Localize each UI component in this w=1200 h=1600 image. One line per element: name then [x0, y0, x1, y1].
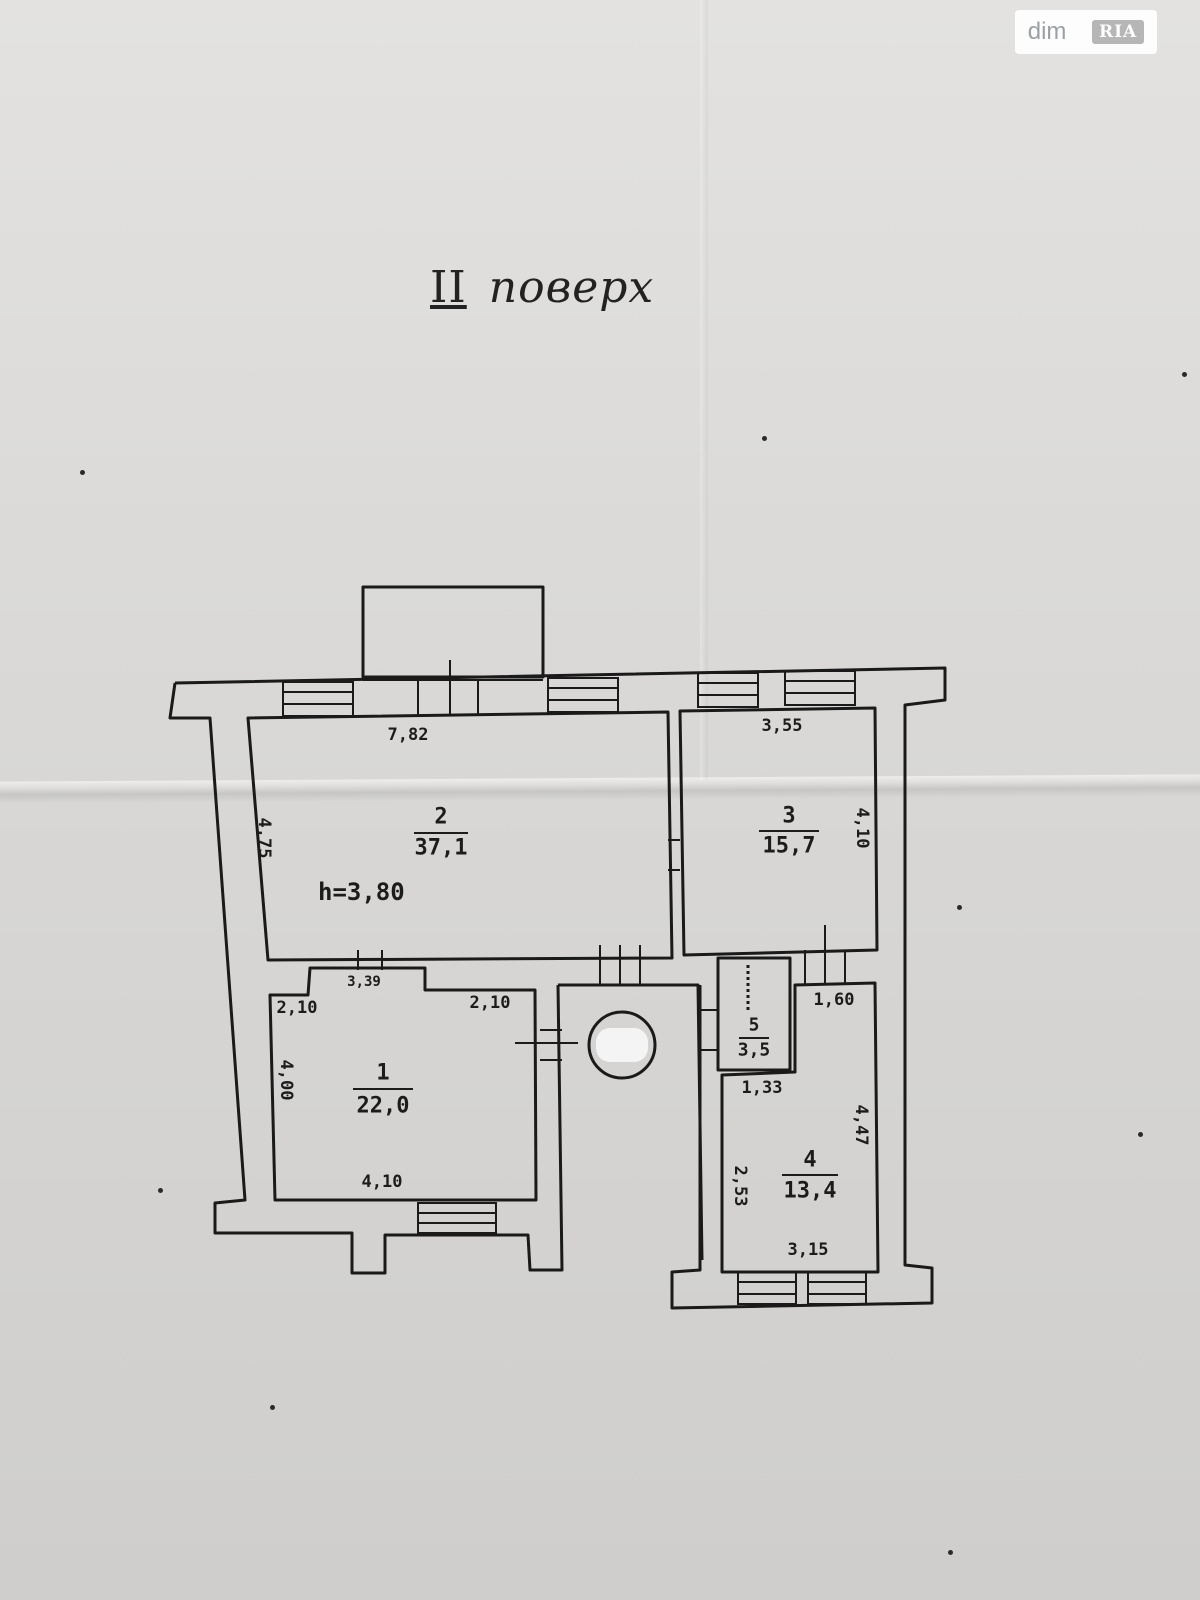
dim-ria-watermark: dim RIA	[1015, 10, 1157, 54]
paper-speck	[158, 1188, 163, 1193]
room-2-number: 2	[434, 804, 448, 830]
column-circle	[587, 1010, 657, 1080]
room-3-outline	[678, 706, 879, 957]
outer-wall-left	[168, 682, 564, 1275]
paper-speck	[762, 436, 767, 441]
floor-title: ІІ поверх	[430, 262, 654, 313]
room-4-number: 4	[803, 1147, 817, 1173]
door-openings	[357, 839, 846, 1061]
room-1-rule	[353, 1088, 413, 1090]
column-highlight	[596, 1028, 648, 1062]
dim-room2-depth: 4,75	[254, 817, 274, 859]
room-4-outline	[720, 981, 880, 1274]
paper-speck	[957, 905, 962, 910]
paper-speck	[270, 1405, 275, 1410]
room-3-rule	[759, 830, 819, 832]
room-5-outline	[716, 956, 792, 1072]
dim-room4-left: 2,53	[730, 1165, 750, 1207]
room-1-outline	[268, 966, 538, 1202]
dim-room1-left-top: 2,10	[276, 998, 318, 1018]
dim-room4-bottom: 3,15	[787, 1240, 829, 1260]
paper-speck	[1138, 1132, 1143, 1137]
dim-room1-bottom: 4,10	[361, 1172, 403, 1192]
watermark-dim: dim	[1027, 18, 1067, 45]
watermark-ria: RIA	[1091, 20, 1145, 44]
corridor-wall	[558, 983, 704, 1261]
dim-room1-top: 3,39	[347, 974, 381, 990]
paper-speck	[80, 470, 85, 475]
room-5-area: 3,5	[737, 1039, 771, 1061]
room-5-rule	[739, 1037, 769, 1039]
room-3-area: 15,7	[762, 833, 816, 859]
room-4-area: 13,4	[783, 1178, 837, 1204]
dim-room1-depth: 4,00	[276, 1059, 296, 1101]
dim-room3-depth: 4,10	[852, 807, 872, 849]
dim-room1-right-top: 2,10	[469, 993, 511, 1013]
bottom-windows	[417, 1202, 867, 1305]
room-2-outline	[246, 710, 674, 962]
top-windows	[282, 670, 856, 717]
room-4-rule	[782, 1174, 838, 1176]
outer-wall-right	[174, 666, 947, 1310]
dim-room3-width: 3,55	[761, 716, 803, 736]
dim-room2-width: 7,82	[387, 725, 429, 745]
balcony-door	[363, 660, 543, 716]
ceiling-height: h=3,80	[318, 878, 405, 906]
floor-word: поверх	[488, 262, 655, 313]
paper-speck	[948, 1550, 953, 1555]
floor-number: ІІ	[430, 262, 467, 313]
room-3-number: 3	[782, 803, 796, 829]
room-2-rule	[414, 832, 468, 834]
balcony	[361, 585, 545, 679]
paper-vertical-fold	[700, 0, 708, 780]
room-5-number: 5	[748, 1014, 760, 1036]
room-1-number: 1	[376, 1060, 390, 1086]
room-2-area: 37,1	[414, 835, 468, 861]
dim-room5-bottom: 1,33	[741, 1078, 783, 1098]
dim-room4-depth: 4,47	[851, 1104, 871, 1146]
paper-speck	[1182, 372, 1187, 377]
room-1-area: 22,0	[356, 1093, 410, 1119]
dim-room4-top: 1,60	[813, 990, 855, 1010]
